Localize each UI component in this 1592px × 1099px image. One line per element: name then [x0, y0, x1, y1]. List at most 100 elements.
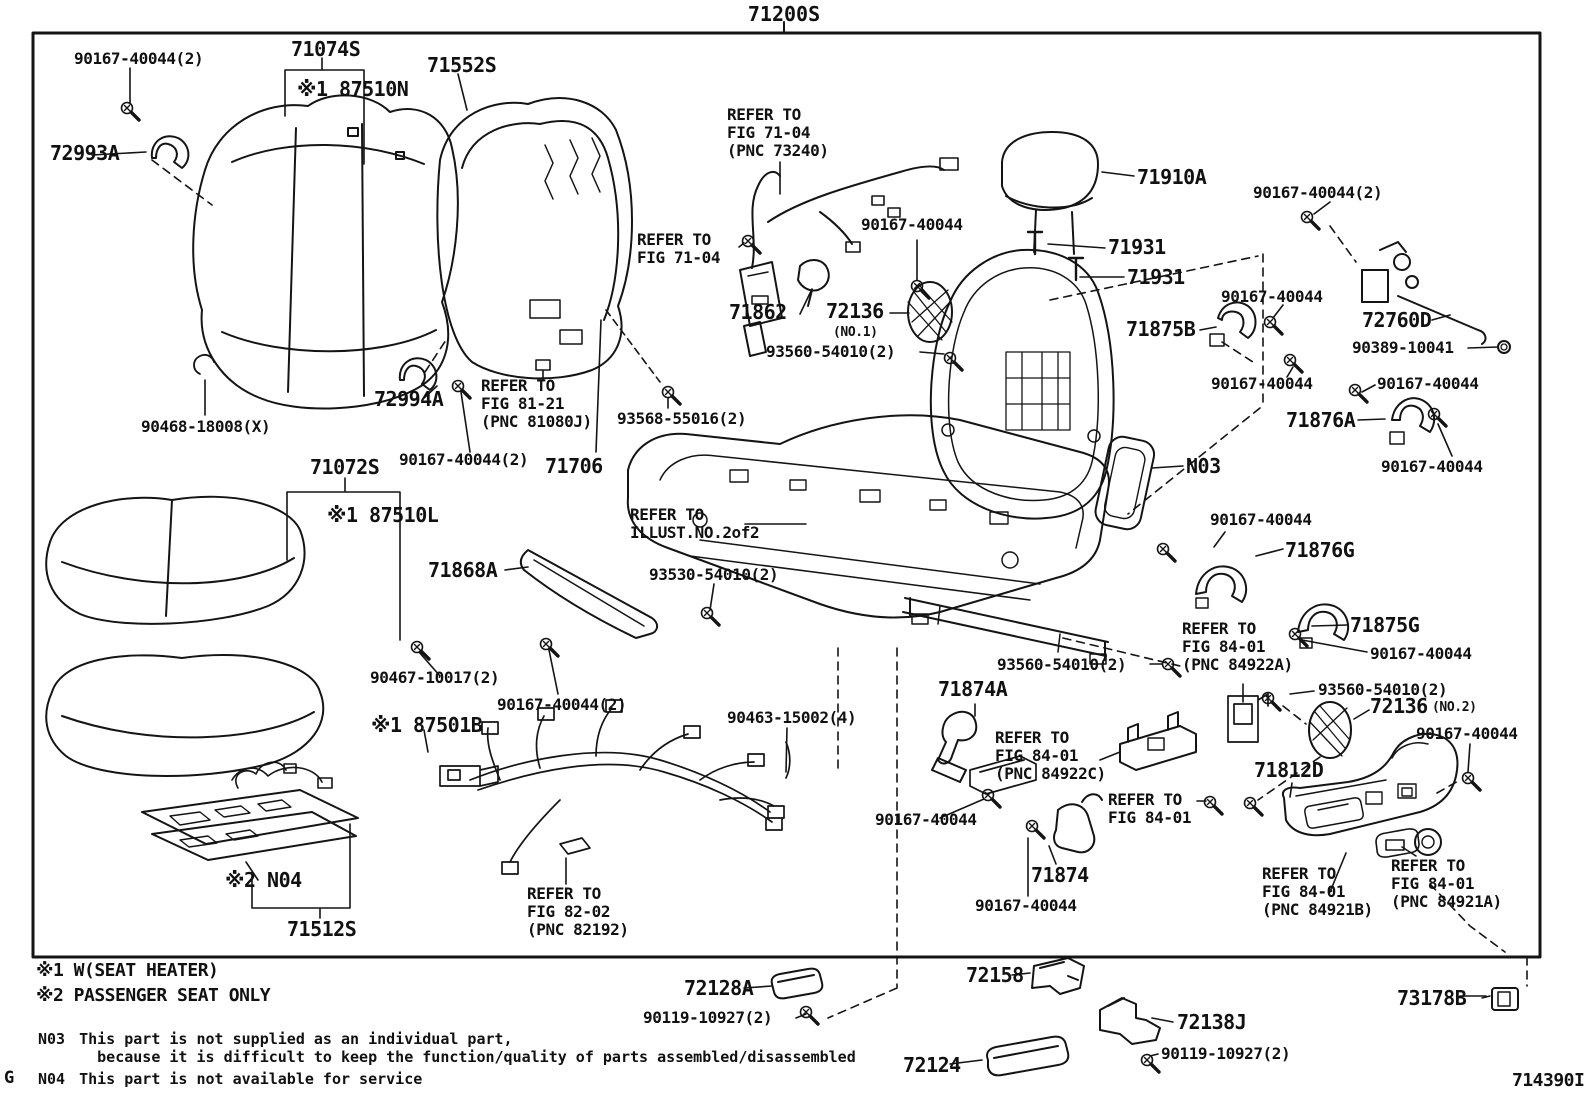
corner-letter: G	[4, 1068, 15, 1088]
part-label: 90468-18008(X)	[141, 417, 271, 436]
part-label: 72128A	[684, 976, 754, 1000]
part-label: 90167-40044(2)	[74, 49, 204, 68]
part-label: REFER TO FIG 71-04	[637, 230, 721, 267]
part-label: 90463-15002(4)	[727, 708, 857, 727]
part-label: 71876G	[1285, 538, 1355, 562]
legend-line-2: ※2 PASSENGER SEAT ONLY	[36, 985, 271, 1006]
part-label: 90167-40044(2)	[1253, 183, 1383, 202]
seatback-frame-art	[929, 248, 1115, 520]
part-label: 90167-40044	[1370, 644, 1472, 663]
drawing-number: 714390I	[1512, 1070, 1585, 1091]
part-label: 90167-40044	[875, 810, 977, 829]
note-code: N03	[38, 1030, 66, 1048]
seat-heater-mat-art	[141, 761, 359, 861]
part-label: 90167-40044	[1416, 724, 1518, 743]
part-label: ※1 87501B	[371, 713, 483, 737]
part-label: 93568-55016(2)	[617, 409, 747, 428]
diagram-title: 71200S	[747, 2, 821, 26]
switch-panel-art	[1282, 733, 1459, 858]
part-label: 71875B	[1126, 317, 1196, 341]
part-label: 71706	[545, 454, 603, 478]
part-label: 71074S	[291, 37, 361, 61]
vent-grommet2-art	[1308, 701, 1352, 759]
cushion-pad-art	[45, 654, 333, 789]
clip-parts-art	[150, 135, 551, 391]
part-label: REFER TO FIG 71-04 (PNC 73240)	[727, 105, 829, 160]
part-label: 72993A	[50, 141, 120, 165]
part-label: 90119-10927(2)	[643, 1008, 773, 1027]
part-label: 71862	[729, 300, 787, 324]
part-label: ※2 N04	[225, 868, 302, 892]
seat-back-cover-art	[192, 94, 459, 410]
part-label: 90167-40044(2)	[497, 695, 627, 714]
part-label: 71812D	[1254, 758, 1324, 782]
recliner-covers-art	[1195, 301, 1436, 649]
part-label: 72136	[826, 299, 884, 323]
seat-frame-art	[626, 414, 1110, 665]
part-label: 93560-54010(2)	[1318, 680, 1448, 699]
part-label: REFER TO FIG 84-01 (PNC 84922A)	[1182, 619, 1293, 674]
part-label: 90167-40044	[861, 215, 963, 234]
part-label: 93560-54010(2)	[997, 655, 1127, 674]
part-label: REFER TO FIG 82-02 (PNC 82192)	[527, 884, 629, 939]
part-label: 90467-10017(2)	[370, 668, 500, 687]
note-n03: N03 This part is not supplied as an indi…	[38, 1030, 856, 1066]
part-label: 71868A	[428, 558, 498, 582]
headrest-art	[1001, 131, 1099, 282]
part-label: 72124	[903, 1053, 961, 1077]
part-label: REFER TO FIG 84-01 (PNC 84922C)	[995, 728, 1106, 783]
part-label: REFER TO FIG 81-21 (PNC 81080J)	[481, 376, 592, 431]
part-label: 90167-40044	[975, 896, 1077, 915]
part-label: 90389-10041	[1352, 338, 1454, 357]
part-label: 72136	[1370, 694, 1428, 718]
part-label: 71552S	[427, 53, 497, 77]
part-label: 71512S	[287, 917, 357, 941]
part-label: 71874	[1031, 863, 1089, 887]
part-label: 72994A	[374, 387, 444, 411]
part-label: REFER TO FIG 84-01 (PNC 84921A)	[1391, 856, 1502, 911]
part-label: 90167-40044	[1381, 457, 1483, 476]
seat-back-pad-art	[436, 97, 661, 383]
part-label: 71876A	[1286, 408, 1356, 432]
part-label: ※1 87510L	[327, 503, 439, 527]
note-code: N04	[38, 1070, 66, 1088]
part-label: 72138J	[1177, 1010, 1247, 1034]
part-label: 71910A	[1137, 165, 1207, 189]
part-label: 90119-10927(2)	[1161, 1044, 1291, 1063]
leader-lines	[91, 57, 1499, 1065]
airbag-unit-art	[1094, 435, 1156, 531]
wire-harness-art	[439, 699, 791, 875]
front-garnish-art	[519, 549, 658, 639]
part-label: 90167-40044	[1221, 287, 1323, 306]
bottom-parts-art	[770, 957, 1519, 1077]
part-label: 72158	[966, 963, 1024, 987]
part-label: REFER TO FIG 84-01 (PNC 84921B)	[1262, 864, 1373, 919]
part-label: 90167-40044(2)	[399, 450, 529, 469]
part-label: 93530-54010(2)	[649, 565, 779, 584]
part-label: 71875G	[1350, 613, 1420, 637]
part-label: 71931	[1108, 235, 1166, 259]
diagram-border-box	[31, 21, 1542, 959]
part-label: 90167-40044	[1377, 374, 1479, 393]
part-label: 73178B	[1397, 986, 1467, 1010]
note-text: This part is not supplied as an individu…	[79, 1030, 856, 1066]
note-n04: N04 This part is not available for servi…	[38, 1070, 422, 1088]
part-label: REFER TO FIG 84-01	[1108, 790, 1192, 827]
part-label: 93560-54010(2)	[766, 342, 896, 361]
part-label: (NO.1)	[833, 325, 878, 340]
note-text: This part is not available for service	[79, 1070, 423, 1088]
part-label: ※1 87510N	[297, 77, 409, 101]
part-label: REFER TO ILLUST.NO.2of2	[630, 505, 760, 542]
part-label: 71931	[1127, 265, 1185, 289]
legend-line-1: ※1 W(SEAT HEATER)	[36, 960, 219, 981]
part-label: N03	[1186, 454, 1221, 478]
dashed-lines	[151, 159, 1528, 1019]
vent-grommet1-art	[907, 281, 953, 343]
part-label: 72760D	[1362, 308, 1432, 332]
part-label: (NO.2)	[1432, 700, 1477, 715]
track-motor-art	[1361, 241, 1511, 354]
part-label: 71874A	[938, 677, 1008, 701]
part-label: 90167-40044	[1211, 374, 1313, 393]
